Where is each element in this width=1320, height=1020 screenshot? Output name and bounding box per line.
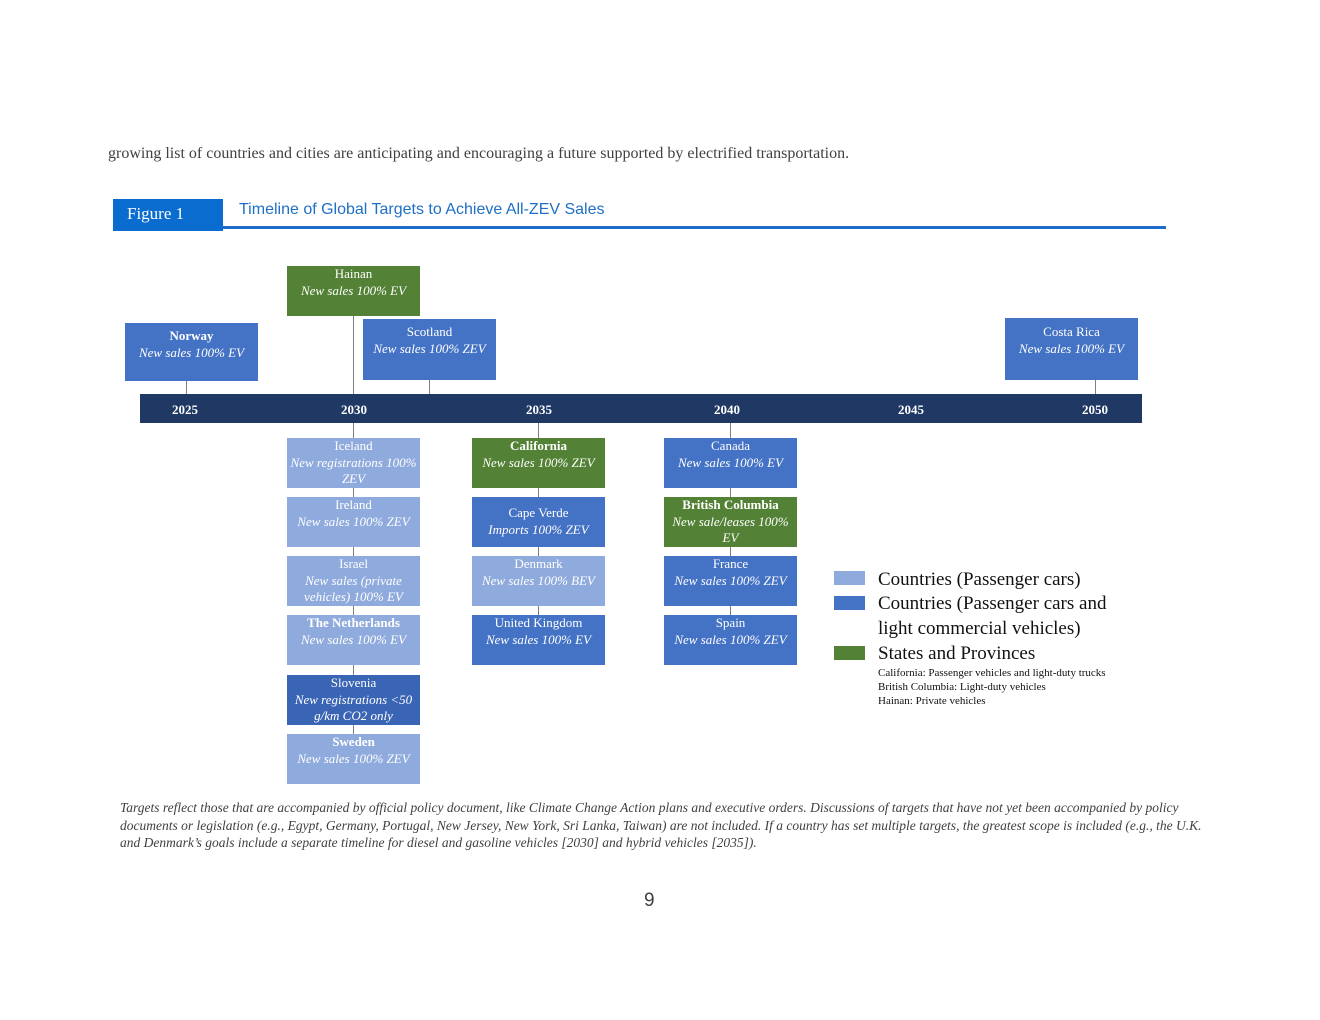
target-box-canada: Canada New sales 100% EV xyxy=(664,438,797,488)
intro-text: growing list of countries and cities are… xyxy=(108,145,850,162)
target-name: Cape Verde xyxy=(508,505,569,520)
connector-costa-rica xyxy=(1095,380,1096,394)
target-box-france: France New sales 100% ZEV xyxy=(664,556,797,606)
target-detail: New sales 100% BEV xyxy=(481,572,595,588)
target-box-costa-rica: Costa Rica New sales 100% EV xyxy=(1005,318,1138,380)
target-box-cape-verde: Cape Verde Imports 100% ZEV xyxy=(472,497,605,547)
target-detail: New sale/leases 100% EV xyxy=(672,513,789,546)
legend-note-hainan: Hainan: Private vehicles xyxy=(878,695,986,707)
target-box-british-columbia: British Columbia New sale/leases 100% EV xyxy=(664,497,797,547)
target-name: Spain xyxy=(715,615,746,630)
target-box-sweden: Sweden New sales 100% ZEV xyxy=(287,734,420,784)
target-detail: New registrations <50 g/km CO2 only xyxy=(294,691,413,724)
legend-label-countries-commercial: Countries (Passenger cars and xyxy=(878,593,1107,614)
legend-swatch-states-provinces xyxy=(834,646,865,660)
legend-label-countries-commercial-line2: light commercial vehicles) xyxy=(878,618,1081,639)
target-name: Costa Rica xyxy=(1043,324,1100,339)
target-detail: New sales 100% ZEV xyxy=(297,513,410,529)
target-box-norway: Norway New sales 100% EV xyxy=(125,323,258,381)
target-box-israel: Israel New sales (private vehicles) 100%… xyxy=(287,556,420,606)
target-box-denmark: Denmark New sales 100% BEV xyxy=(472,556,605,606)
year-label-2050: 2050 xyxy=(1082,402,1108,417)
connector-hainan xyxy=(353,316,354,394)
target-box-ireland: Ireland New sales 100% ZEV xyxy=(287,497,420,547)
target-detail: New sales 100% ZEV xyxy=(674,572,787,588)
target-name: Iceland xyxy=(334,438,373,453)
figure-title: Timeline of Global Targets to Achieve Al… xyxy=(239,201,605,218)
page-number: 9 xyxy=(644,890,655,911)
target-name: France xyxy=(712,556,749,571)
target-name: Canada xyxy=(711,438,750,453)
target-detail: New sales 100% EV xyxy=(1018,340,1125,356)
target-name: Slovenia xyxy=(330,675,377,690)
target-name: Denmark xyxy=(514,556,563,571)
target-name: Ireland xyxy=(335,497,372,512)
target-box-california: California New sales 100% ZEV xyxy=(472,438,605,488)
target-detail: New sales 100% EV xyxy=(677,454,784,470)
target-box-united-kingdom: United Kingdom New sales 100% EV xyxy=(472,615,605,665)
target-name: Norway xyxy=(169,328,214,343)
year-label-2040: 2040 xyxy=(714,402,740,417)
target-box-the-netherlands: The Netherlands New sales 100% EV xyxy=(287,615,420,665)
target-detail: New sales 100% EV xyxy=(300,282,407,298)
target-detail: New registrations 100% ZEV xyxy=(290,454,417,487)
target-detail: New sales 100% EV xyxy=(138,344,245,360)
target-box-hainan: Hainan New sales 100% EV xyxy=(287,266,420,316)
legend-swatch-countries-commercial xyxy=(834,596,865,610)
year-label-2025: 2025 xyxy=(172,402,198,417)
target-name: Israel xyxy=(339,556,368,571)
target-box-iceland: Iceland New registrations 100% ZEV xyxy=(287,438,420,488)
target-detail: Imports 100% ZEV xyxy=(488,521,589,537)
target-detail: New sales 100% EV xyxy=(300,631,407,647)
year-label-2030: 2030 xyxy=(341,402,367,417)
timeline-axis xyxy=(140,394,1142,423)
year-label-2035: 2035 xyxy=(526,402,552,417)
target-name: Sweden xyxy=(332,734,375,749)
legend-label-states-provinces: States and Provinces xyxy=(878,643,1036,664)
target-box-scotland: Scotland New sales 100% ZEV xyxy=(363,319,496,380)
year-label-2045: 2045 xyxy=(898,402,924,417)
target-detail: New sales 100% ZEV xyxy=(297,750,410,766)
target-detail: New sales 100% ZEV xyxy=(674,631,787,647)
legend-note-california: California: Passenger vehicles and light… xyxy=(878,667,1106,679)
legend-label-countries-passenger: Countries (Passenger cars) xyxy=(878,569,1081,590)
legend-swatch-countries-passenger xyxy=(834,571,865,585)
target-name: British Columbia xyxy=(682,497,779,512)
target-detail: New sales (private vehicles) 100% EV xyxy=(304,572,403,605)
figure-tag: Figure 1 xyxy=(113,199,223,231)
connector-norway xyxy=(186,381,187,394)
target-detail: New sales 100% ZEV xyxy=(373,340,486,356)
target-name: California xyxy=(509,438,568,453)
target-detail: New sales 100% ZEV xyxy=(482,454,595,470)
target-box-slovenia: Slovenia New registrations <50 g/km CO2 … xyxy=(287,675,420,725)
figure-title-rule xyxy=(223,226,1166,229)
legend-note-british-columbia: British Columbia: Light-duty vehicles xyxy=(878,681,1046,693)
target-name: United Kingdom xyxy=(494,615,583,630)
target-name: Hainan xyxy=(334,266,373,281)
target-box-spain: Spain New sales 100% ZEV xyxy=(664,615,797,665)
figure-footnote: Targets reflect those that are accompani… xyxy=(120,800,1202,850)
target-name: Scotland xyxy=(406,324,453,339)
connector-scotland xyxy=(429,380,430,394)
target-detail: New sales 100% EV xyxy=(485,631,592,647)
target-name: The Netherlands xyxy=(307,615,400,630)
